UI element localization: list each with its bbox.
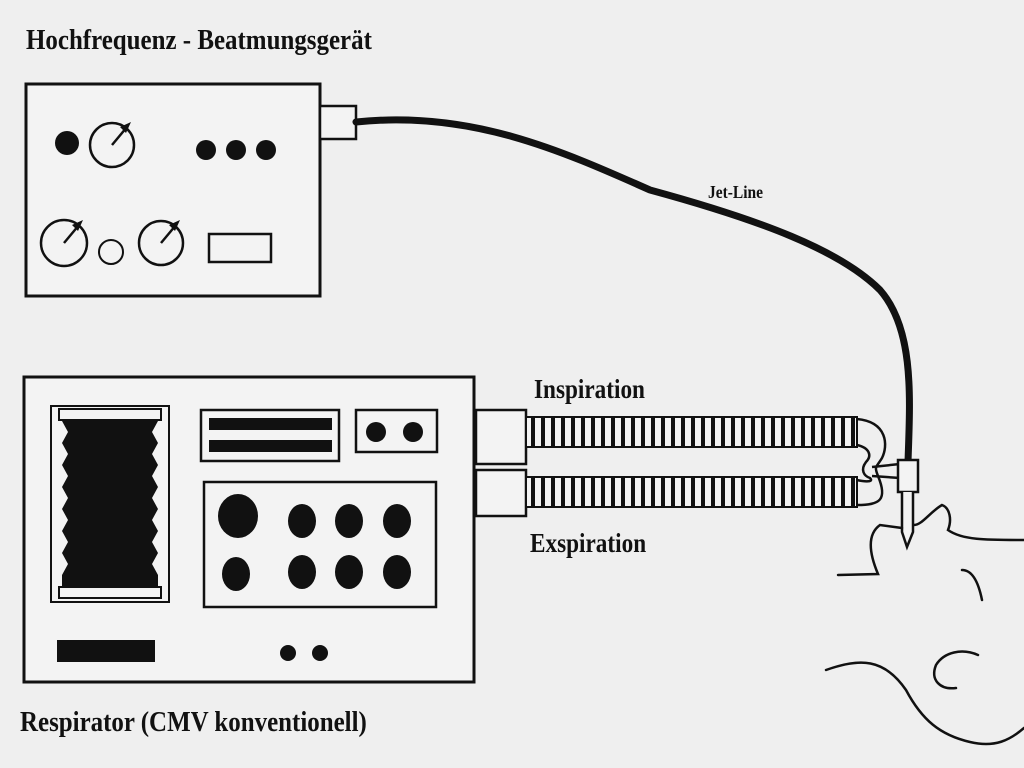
inspiration-label: Inspiration	[534, 374, 645, 404]
respirator-dot-1	[280, 645, 296, 661]
y-piece-connector	[856, 417, 887, 507]
exspiration-tube	[525, 476, 858, 508]
hf-gauge-left	[39, 218, 89, 268]
breathing-circuit	[525, 416, 901, 508]
jet-line-tube	[352, 116, 913, 466]
hf-ventilator-device	[24, 82, 358, 298]
jet-line-label: Jet-Line	[708, 182, 764, 202]
hf-gauge-small	[98, 239, 124, 265]
respirator-dot-2	[312, 645, 328, 661]
bellows-compartment	[50, 405, 170, 603]
patient-head	[824, 503, 1024, 746]
exspiration-port	[474, 468, 528, 518]
endotracheal-tip	[900, 492, 915, 551]
respirator-device	[22, 375, 528, 684]
hf-jet-connector	[318, 104, 358, 141]
inspiration-tube	[525, 416, 858, 448]
hf-indicator-light	[55, 131, 79, 155]
bellows-icon	[62, 421, 158, 586]
inspiration-port	[474, 408, 528, 466]
respirator-button-panel	[354, 408, 439, 454]
jet-adapter	[896, 458, 920, 551]
hf-button-2	[226, 140, 246, 160]
hf-button-1	[196, 140, 216, 160]
respirator-control-panel	[202, 480, 438, 609]
hf-display-window	[207, 232, 273, 264]
hf-gauge-top	[88, 121, 136, 169]
patient-ear	[933, 650, 980, 690]
respirator-display-bar	[57, 640, 155, 662]
hf-gauge-right	[137, 219, 185, 267]
respirator-title: Respirator (CMV konventionell)	[20, 706, 367, 738]
respirator-slot-panel	[199, 408, 341, 463]
exspiration-label: Exspiration	[530, 528, 647, 558]
hf-device-title: Hochfrequenz - Beatmungsgerät	[26, 24, 372, 56]
hf-button-3	[256, 140, 276, 160]
